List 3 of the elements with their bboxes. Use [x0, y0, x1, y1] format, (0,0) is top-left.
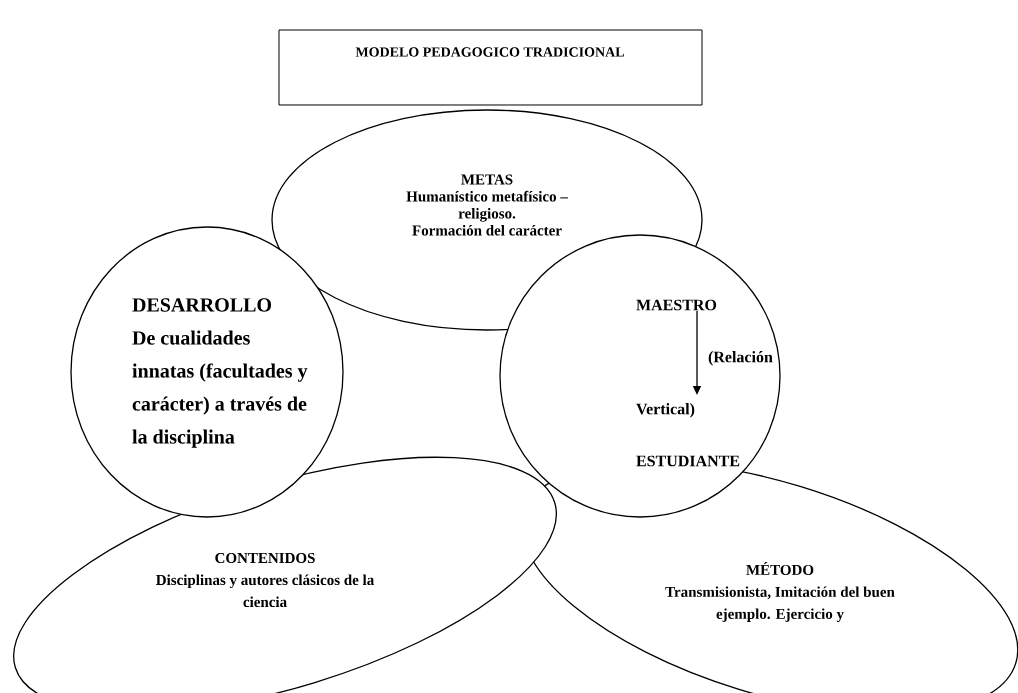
node-label: Disciplinas y autores clásicos de la ciencia [156, 574, 375, 608]
title-box: MODELO PEDAGOGICO TRADICIONAL [278, 29, 703, 106]
node-label: CONTENIDOS [215, 552, 315, 564]
